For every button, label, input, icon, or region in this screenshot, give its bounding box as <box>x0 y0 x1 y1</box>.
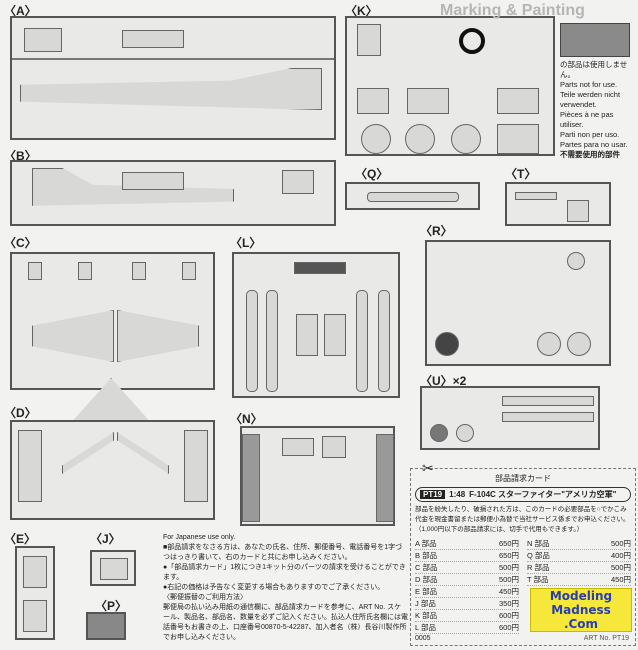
jp-note-p5: 郵便局の払い込み用紙の通信欄に、部品請求カードを参考に、ART No. スケール… <box>163 604 408 641</box>
card-code: PT19 <box>420 490 446 499</box>
sprue-b <box>10 160 336 226</box>
sprue-l <box>232 252 400 398</box>
jp-note-p4: 〈郵便振替のご利用方法〉 <box>163 594 247 601</box>
japanese-order-instructions: For Japanese use only. ■部品請求をなさる方は、あなたの氏… <box>163 533 408 643</box>
legend-jp: の部品は使用しません。 <box>560 60 628 79</box>
sprue-q-label: 〈Q〉 <box>355 167 389 181</box>
sprue-c-label: 〈C〉 <box>4 236 37 250</box>
legend-fr: Pièces à ne pas utiliser. <box>560 110 614 129</box>
card-scale: 1:48 <box>449 490 466 499</box>
sprue-c <box>10 252 215 390</box>
sprue-e <box>15 546 55 640</box>
sprue-p <box>86 612 126 640</box>
card-product-name: F-104C スターファイター"アメリカ空軍" <box>469 490 617 499</box>
sprue-u <box>420 386 600 450</box>
sprue-n-label: 〈N〉 <box>230 412 263 426</box>
card-title: 部品請求カード <box>495 474 551 483</box>
card-product: PT19 1:48 F-104C スターファイター"アメリカ空軍" <box>415 487 631 502</box>
legend-de: Teile werden nicht verwendet. <box>560 90 621 109</box>
parts-order-card: 部品請求カード PT19 1:48 F-104C スターファイター"アメリカ空軍… <box>410 468 636 646</box>
jp-note-heading: For Japanese use only. <box>163 534 236 541</box>
jp-note-p3: ●右記の価格は予告なく変更する場合もありますのでご了承ください。 <box>163 584 385 591</box>
sprue-d-label: 〈D〉 <box>4 406 37 420</box>
jp-note-p1: ■部品請求をなさる方は、あなたの氏名、住所、郵便番号、電話番号を1字づつはっきり… <box>163 544 403 561</box>
legend-es: Partes para no usar. <box>560 140 628 149</box>
sprue-d <box>10 420 215 520</box>
legend-en: Parts not for use. <box>560 80 618 89</box>
sprue-a <box>10 16 336 140</box>
sprue-u-label: 〈U〉×2 <box>420 374 467 388</box>
sprue-l-label: 〈L〉 <box>230 236 262 250</box>
sprue-k-label: 〈K〉 <box>345 4 378 18</box>
sprue-k <box>345 16 555 156</box>
sprue-r <box>425 240 611 366</box>
card-intro: 部品を紛失したり、破損された方は、このカードの必要部品を○でかこみ代金を現金書留… <box>415 506 630 533</box>
background-title: Marking & Painting <box>440 2 585 19</box>
sprue-r-label: 〈R〉 <box>420 224 453 238</box>
sprue-b-label: 〈B〉 <box>4 149 37 163</box>
sprue-t <box>505 182 611 226</box>
sprue-j-label: 〈J〉 <box>90 532 121 546</box>
sprue-a-label: 〈A〉 <box>4 4 37 18</box>
sprue-e-label: 〈E〉 <box>4 532 37 546</box>
sprue-p-label: 〈P〉 <box>95 599 128 613</box>
card-art-no: ART No. PT19 <box>583 635 629 642</box>
unused-parts-legend: の部品は使用しません。 Parts not for use. Teile wer… <box>560 23 634 160</box>
sprue-t-label: 〈T〉 <box>505 167 537 181</box>
card-footer-code: 0005 <box>415 635 431 642</box>
unused-parts-swatch <box>560 23 630 57</box>
sprue-n <box>240 426 395 526</box>
legend-it: Parti non per uso. <box>560 130 620 139</box>
sprue-q <box>345 182 480 210</box>
sprue-j <box>90 550 136 586</box>
legend-zh: 不需要使用的部件 <box>560 150 620 159</box>
jp-note-p2: ●「部品請求カード」1枚につき1キット分のパーツの請求を受けることができます。 <box>163 564 406 581</box>
